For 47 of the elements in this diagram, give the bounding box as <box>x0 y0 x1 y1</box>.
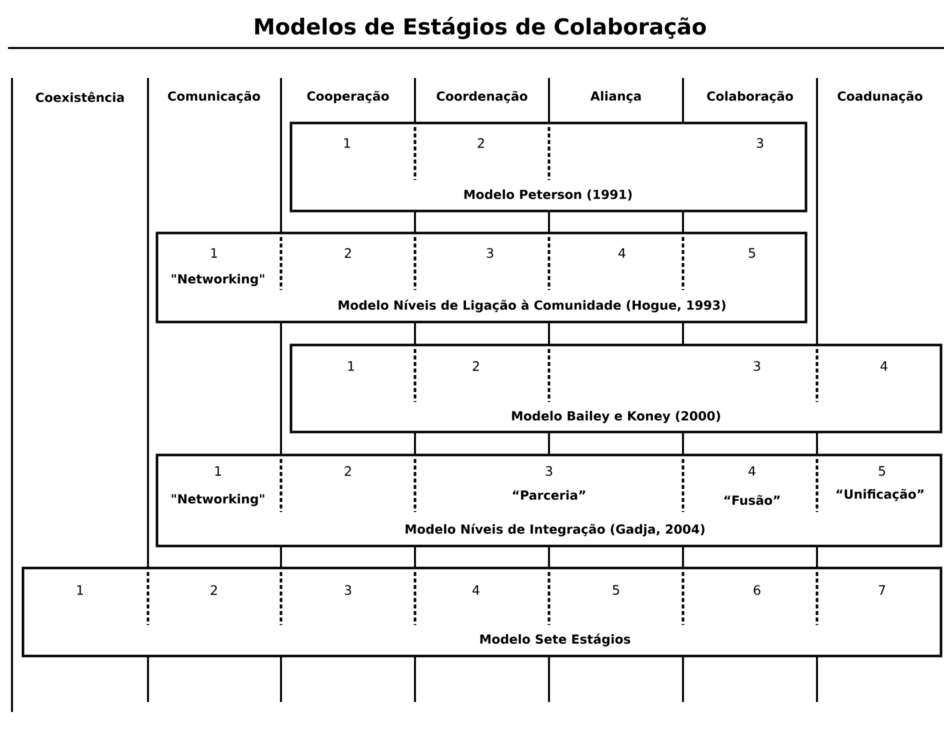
title: Modelos de Estágios de Colaboração <box>255 16 706 40</box>
stage-number: 3 <box>754 361 760 371</box>
stage-number: 1 <box>348 361 354 371</box>
stage-number: 2 <box>472 361 479 371</box>
stage-number: 6 <box>754 585 760 595</box>
model-box <box>290 122 808 212</box>
model-box <box>156 232 808 324</box>
model-name: Modelo Sete Estágios <box>480 634 630 646</box>
stage-number: 1 <box>215 466 221 476</box>
stage-number: 2 <box>210 585 217 595</box>
stage-number: 1 <box>344 138 350 148</box>
model-name: Modelo Níveis de Ligação à Comunidade (Hogue, 1993) <box>338 300 726 312</box>
stage-name: “Fusão” <box>724 495 780 505</box>
column-header: Coexistência <box>36 92 124 102</box>
model-name: Modelo Bailey e Koney (2000) <box>512 410 720 424</box>
stage-number: 5 <box>748 248 755 258</box>
stage-number: 3 <box>486 248 494 258</box>
model-box <box>22 566 942 658</box>
stage-number: 1 <box>211 248 217 258</box>
stage-number: 2 <box>344 466 351 476</box>
stage-number: 2 <box>478 138 484 148</box>
stage-number: 3 <box>344 585 352 595</box>
column-header: Coadunação <box>838 90 922 104</box>
stage-number: 5 <box>878 466 885 476</box>
stage-number: 3 <box>546 466 552 476</box>
stage-number: 7 <box>878 585 886 595</box>
stage-name: “Unificação” <box>836 488 924 502</box>
model-box <box>156 454 942 548</box>
stage-number: 4 <box>618 248 626 258</box>
column-header: Cooperação <box>307 90 389 104</box>
stage-number: 4 <box>472 585 480 595</box>
stage-name: "Networking" <box>172 274 264 286</box>
stage-number: 5 <box>612 585 619 595</box>
model-box <box>290 344 942 434</box>
stage-number: 3 <box>756 138 764 148</box>
stage-number: 4 <box>748 466 756 476</box>
column-header: Comunicação <box>168 90 260 104</box>
column-header: Colaboração <box>707 90 793 104</box>
stage-number: 2 <box>344 248 351 258</box>
stage-number: 4 <box>880 361 888 371</box>
model-name: Modelo Níveis de Integração (Gadja, 2004) <box>406 524 704 536</box>
model-name: Modelo Peterson (1991) <box>464 189 632 201</box>
column-header: Aliança <box>590 91 641 103</box>
stage-number: 1 <box>77 585 83 595</box>
stage-name: “Parceria” <box>512 490 586 500</box>
stage-name: "Networking" <box>172 494 264 506</box>
column-header: Coordenação <box>436 90 528 104</box>
